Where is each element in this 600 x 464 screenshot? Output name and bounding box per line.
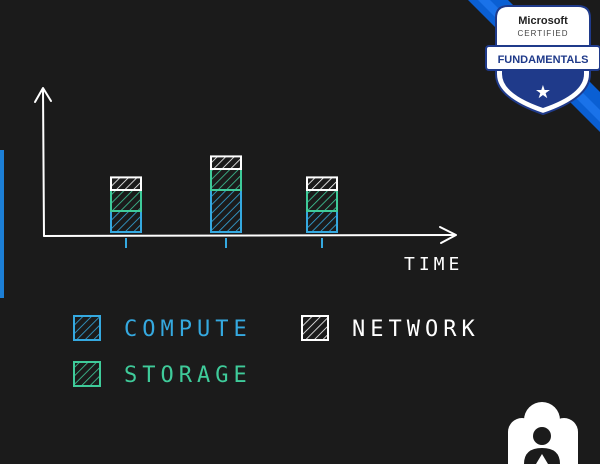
bar-segment-network-2 bbox=[210, 155, 242, 170]
legend-label-network: NETWORK bbox=[352, 317, 480, 342]
bar-segment-network-1 bbox=[110, 176, 142, 191]
badge-star-icon: ★ bbox=[535, 82, 551, 103]
legend: COMPUTE NETWORK STORAGE bbox=[73, 315, 480, 388]
legend-swatch-network bbox=[301, 315, 329, 341]
x-tick-group bbox=[125, 238, 323, 248]
legend-label-compute: COMPUTE bbox=[124, 317, 252, 342]
legend-swatch-compute bbox=[73, 315, 101, 341]
badge-ribbon bbox=[485, 45, 600, 71]
cloud-person-icon bbox=[508, 402, 578, 464]
bar-segment-storage-3 bbox=[306, 189, 338, 212]
bar-segment-compute-2 bbox=[210, 189, 242, 233]
legend-label-storage: STORAGE bbox=[124, 363, 252, 388]
bar-segment-storage-2 bbox=[210, 168, 242, 191]
legend-swatch-storage bbox=[73, 361, 101, 387]
badge-brand: Microsoft bbox=[518, 15, 568, 27]
badge-ribbon-text: FUNDAMENTALS bbox=[498, 54, 589, 66]
x-axis-label: TIME bbox=[404, 254, 463, 275]
left-accent-bar bbox=[0, 150, 4, 298]
bar-segment-network-3 bbox=[306, 176, 338, 191]
y-axis-arrowhead bbox=[34, 87, 52, 103]
bar-segment-compute-1 bbox=[110, 210, 142, 233]
x-axis-arrowhead bbox=[439, 226, 457, 244]
bar-segment-storage-1 bbox=[110, 189, 142, 212]
bar-segment-compute-3 bbox=[306, 210, 338, 233]
y-axis-line bbox=[42, 89, 45, 237]
bar-stack-group bbox=[110, 155, 338, 233]
x-axis-line bbox=[43, 234, 456, 237]
certification-badge: Microsoft CERTIFIED FUNDAMENTALS ★ bbox=[468, 0, 600, 132]
axes bbox=[34, 87, 457, 244]
badge-certified: CERTIFIED bbox=[517, 29, 568, 38]
